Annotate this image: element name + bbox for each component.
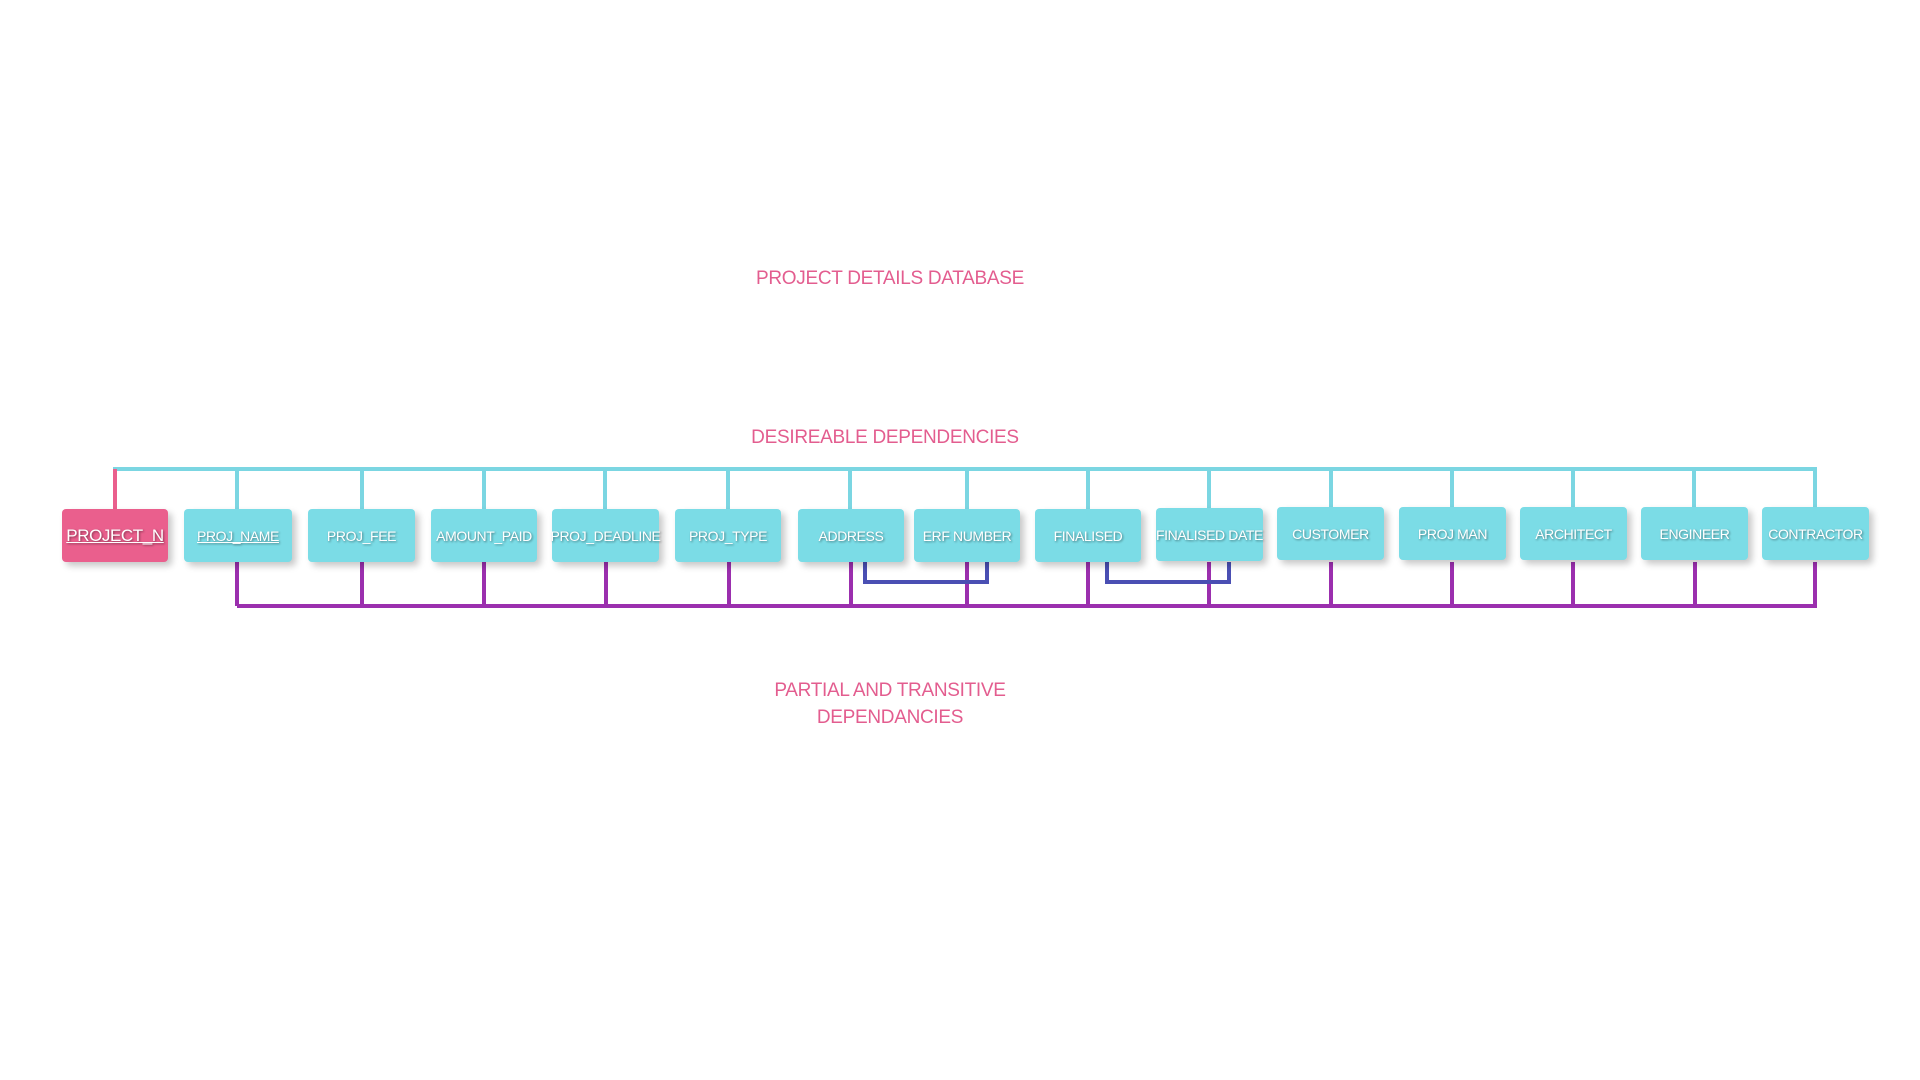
field-amount-paid: AMOUNT_PAID [431, 509, 537, 562]
transitive-link-finalised-date [1105, 562, 1231, 584]
field-proj-deadline: PROJ_DEADLINE [551, 509, 661, 562]
partial-dependency-lines [235, 562, 1817, 608]
diagram-title: PROJECT DETAILS DATABASE [755, 268, 1024, 289]
field-project-n: PROJECT_N [62, 509, 168, 562]
field-finalised-date: FINALISED DATE [1156, 508, 1263, 561]
field-contractor: CONTRACTOR [1762, 507, 1869, 560]
desirable-dependencies-label: DESIREABLE DEPENDENCIES [751, 427, 1019, 448]
field-proj-fee: PROJ_FEE [308, 509, 415, 562]
field-engineer: ENGINEER [1641, 507, 1748, 560]
partial-label-line2: DEPENDANCIES [816, 707, 964, 728]
field-address: ADDRESS [798, 509, 904, 562]
field-proj-type: PROJ_TYPE [675, 509, 781, 562]
partial-label-line1: PARTIAL AND TRANSITIVE [774, 680, 1006, 701]
field-architect: ARCHITECT [1520, 507, 1627, 560]
transitive-link-address-erf [863, 562, 989, 584]
field-customer: CUSTOMER [1277, 507, 1384, 560]
desirable-dependency-lines [113, 467, 1817, 509]
partial-transitive-label: PARTIAL AND TRANSITIVE DEPENDANCIES [0, 677, 1850, 731]
field-finalised: FINALISED [1035, 509, 1141, 562]
field-erf-number: ERF NUMBER [914, 509, 1020, 562]
field-proj-man: PROJ MAN [1399, 507, 1506, 560]
field-proj-name: PROJ_NAME [184, 509, 292, 562]
